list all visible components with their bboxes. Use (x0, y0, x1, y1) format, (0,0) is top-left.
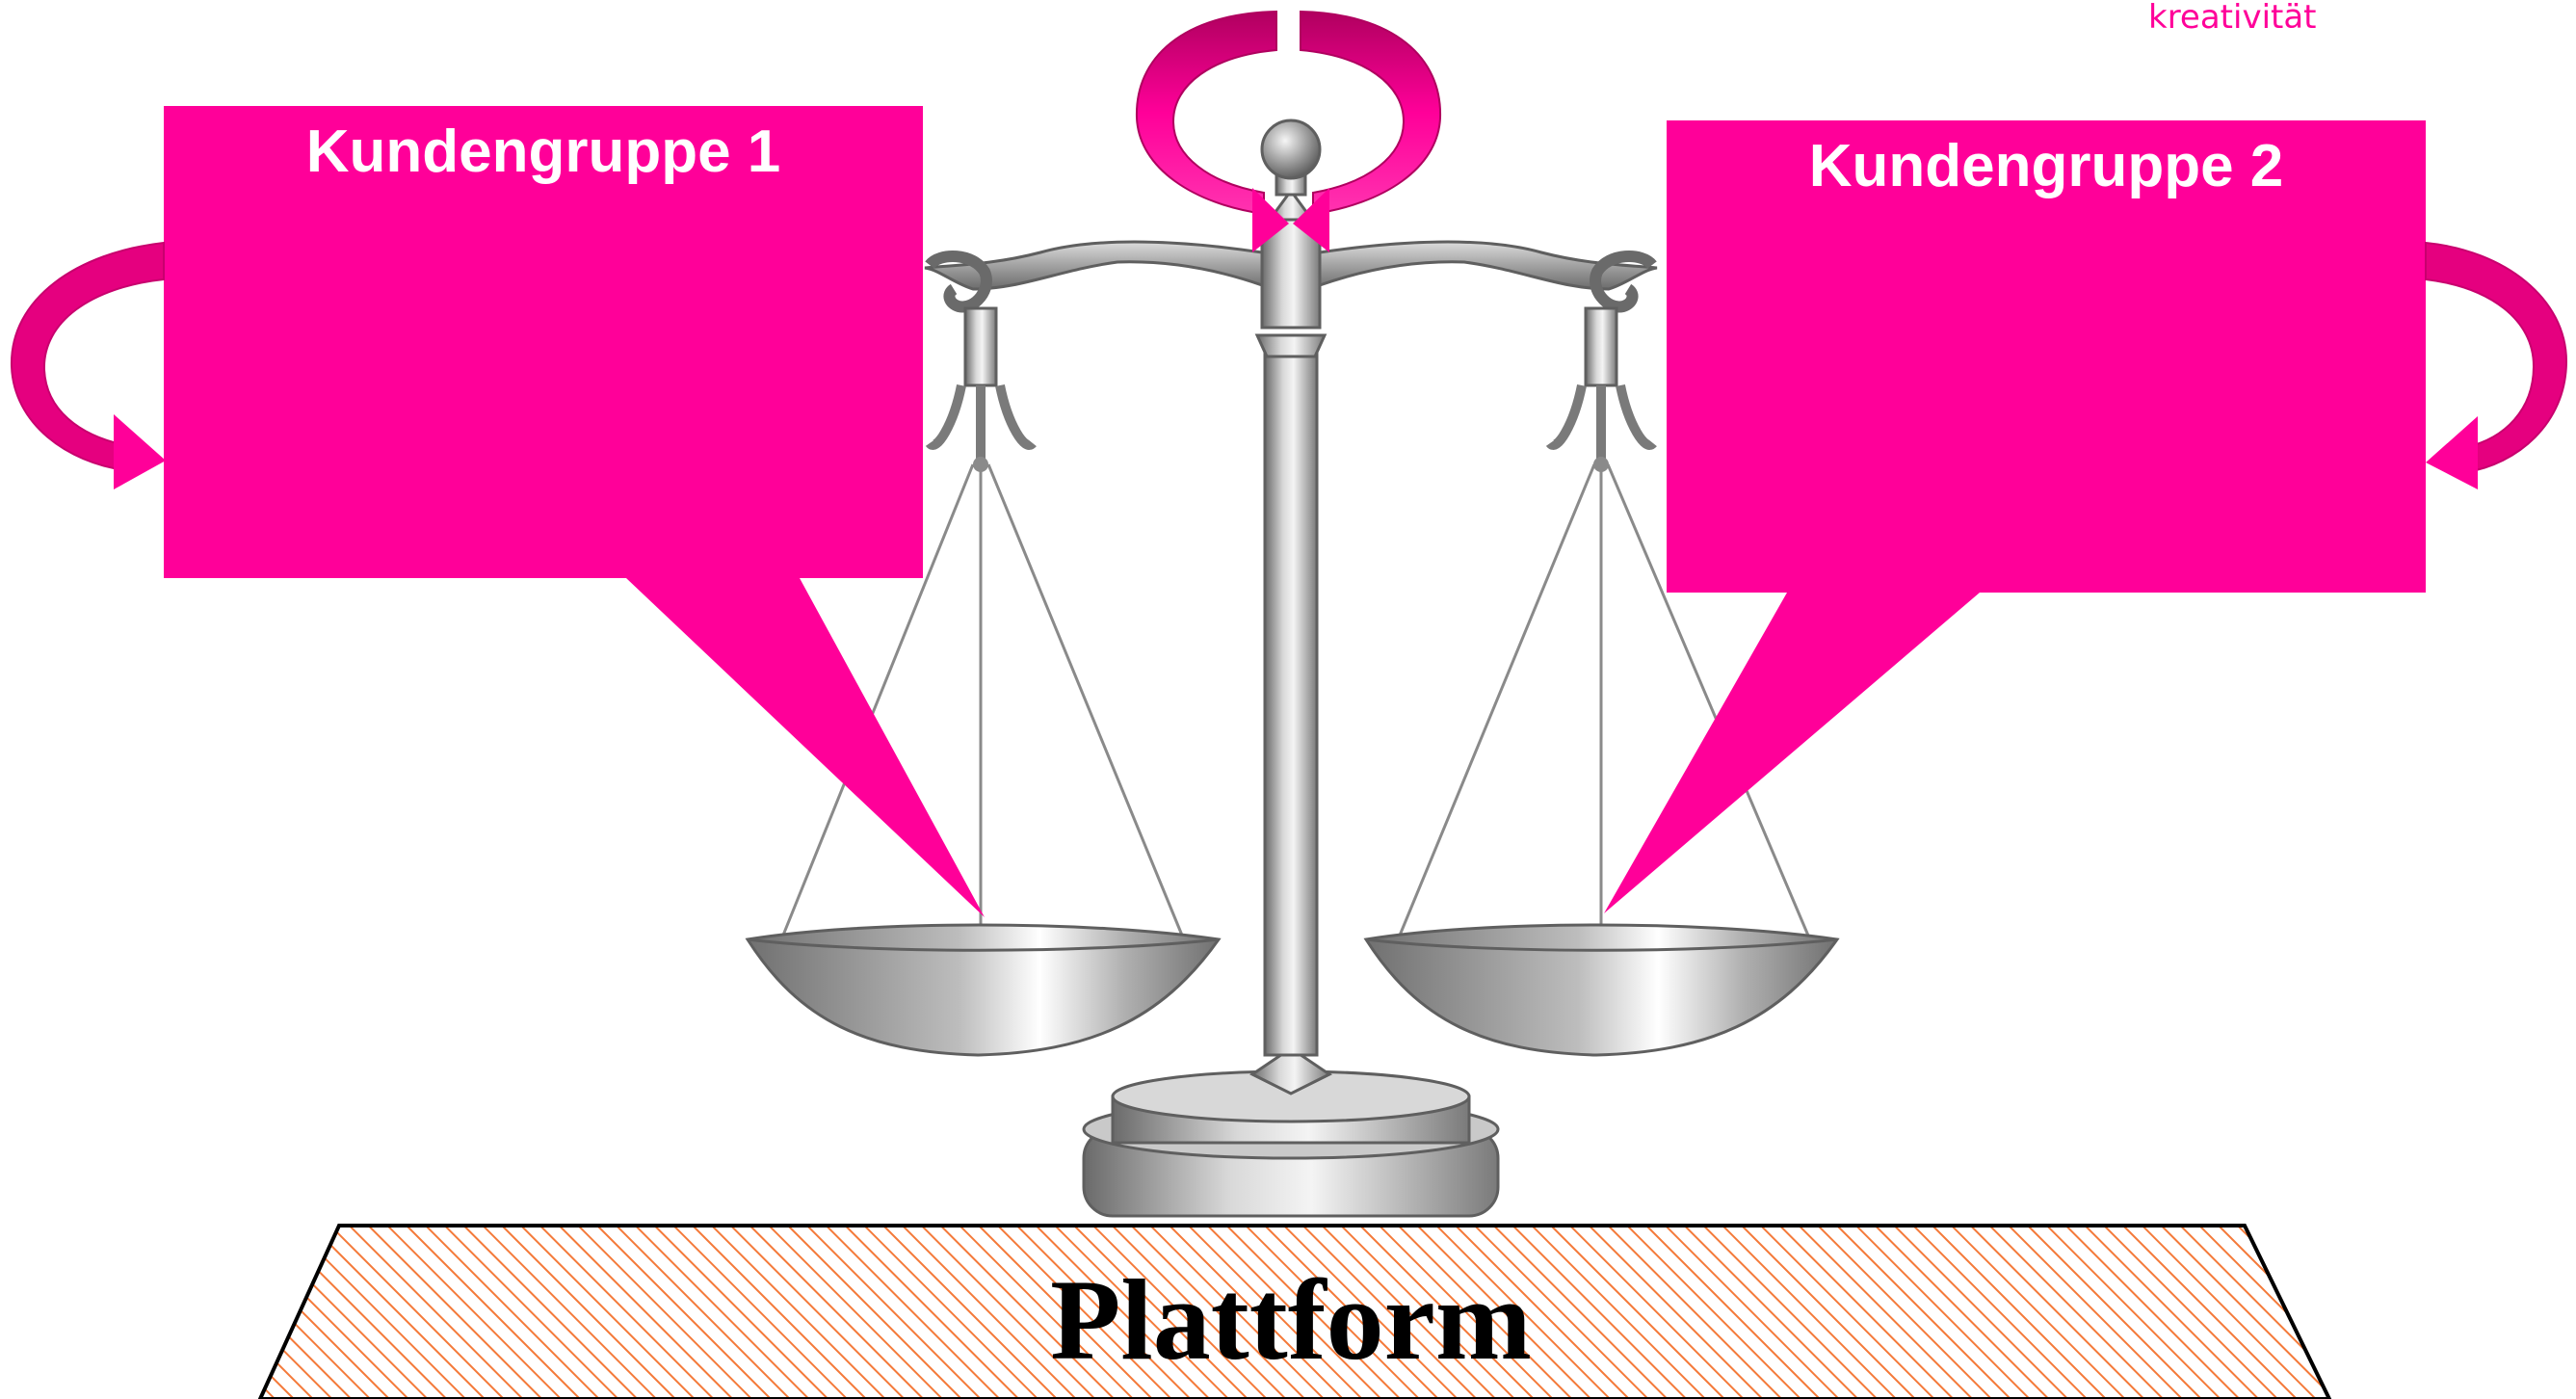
platform: Plattform (257, 1224, 2332, 1399)
callout-2-title: Kundengruppe 2 (1809, 133, 2284, 199)
right-hanger (1545, 306, 1657, 472)
balance-scale-icon (745, 119, 1840, 1218)
callout-kundengruppe-1: Kundengruppe 1 (164, 106, 985, 917)
callout-1-title: Kundengruppe 1 (306, 119, 781, 185)
loop-arrow-right-icon (2425, 241, 2568, 489)
brand-label: kreativität (2148, 0, 2317, 37)
scale-column (1249, 119, 1332, 1095)
left-hanger (925, 306, 1037, 472)
right-scale-pan (1363, 923, 1840, 1057)
left-scale-pan (745, 923, 1222, 1057)
loop-arrow-left-icon (10, 241, 166, 489)
callout-kundengruppe-2: Kundengruppe 2 (1604, 120, 2426, 913)
scale-base (1082, 1069, 1500, 1218)
circular-arrow-icon (1135, 10, 1442, 252)
right-pan-strings (1395, 463, 1813, 988)
platform-label: Plattform (1050, 1255, 1532, 1384)
scale-beam (924, 240, 1658, 313)
left-pan-strings (778, 463, 1187, 988)
